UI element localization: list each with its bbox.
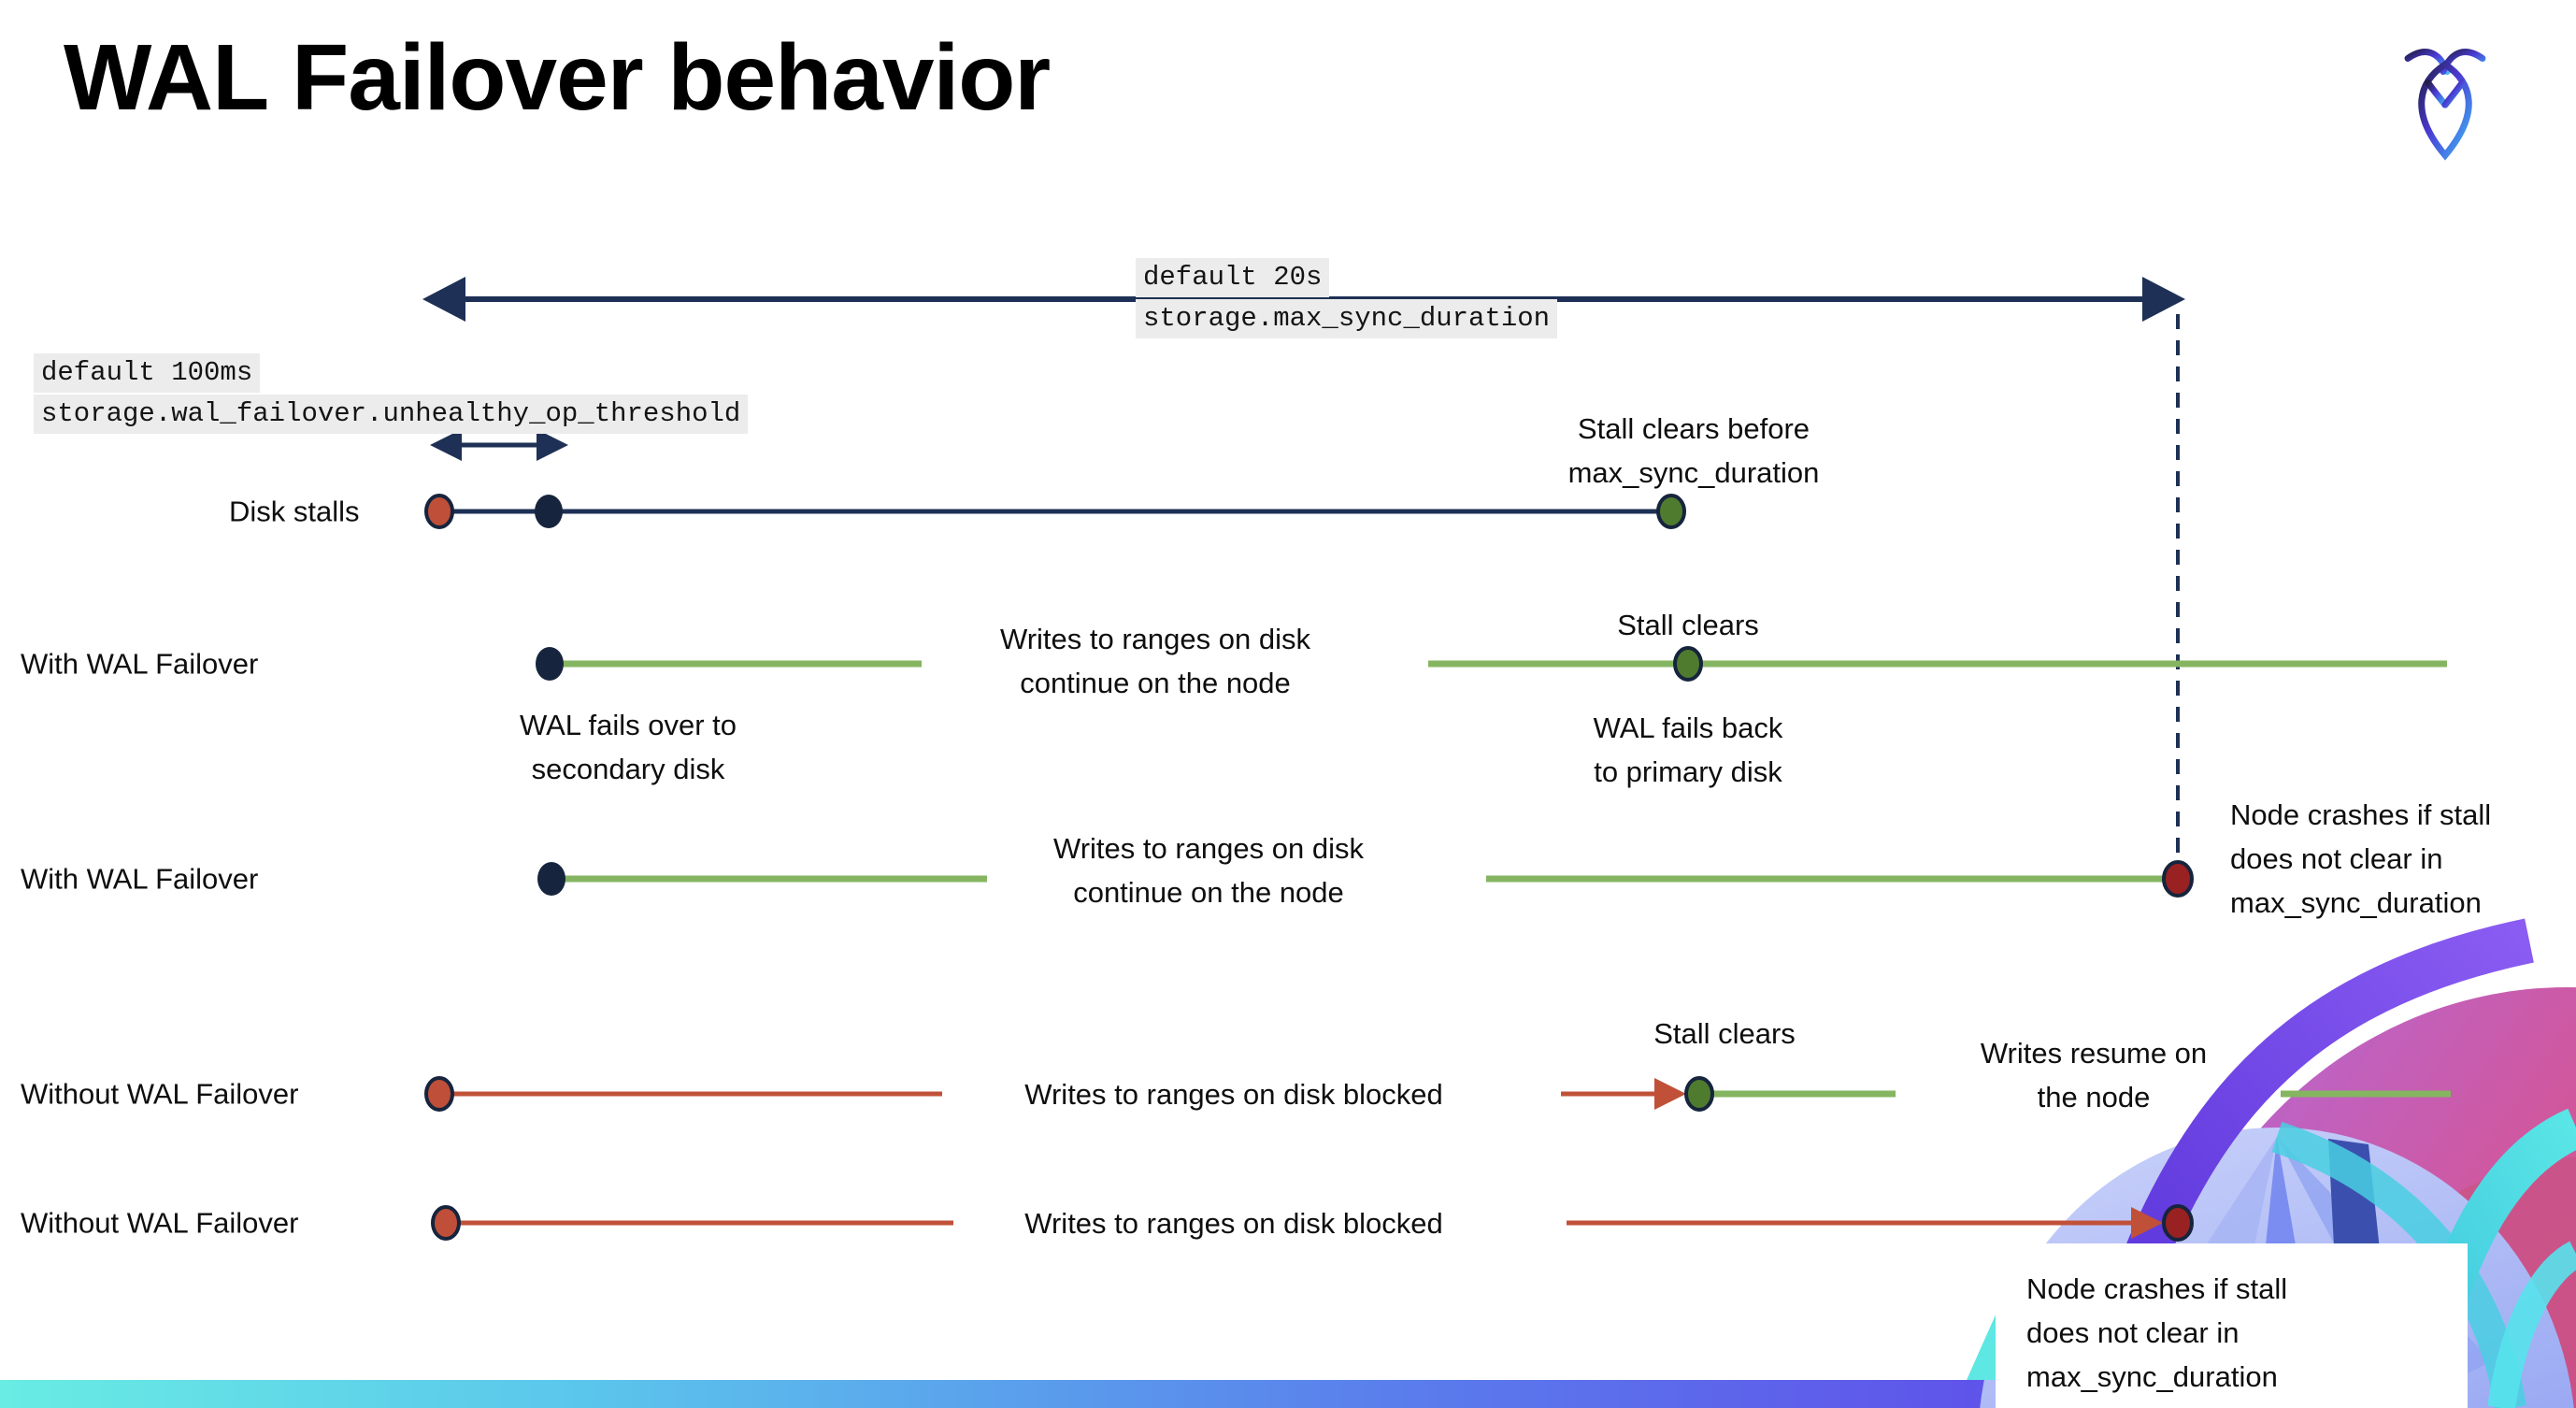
note-line: Node crashes if stall (2026, 1272, 2288, 1305)
note-writes-blocked-row5: Writes to ranges on disk blocked (1024, 1207, 1443, 1240)
max-sync-duration-setting-name: storage.max_sync_duration (1136, 299, 1558, 338)
note-writes-resume: Writes resume on the node (1981, 1031, 2207, 1119)
note-line: continue on the node (1020, 667, 1291, 699)
page-title: WAL Failover behavior (64, 25, 1051, 130)
arrowhead-right-icon (2131, 1207, 2163, 1239)
note-line: continue on the node (1073, 876, 1344, 909)
note-line: does not clear in (2230, 842, 2443, 875)
note-line: does not clear in (2026, 1316, 2240, 1349)
unhealthy-op-threshold-default-label: default 100ms (34, 353, 261, 393)
note-line: secondary disk (531, 753, 725, 785)
cockroachdb-logo-icon (2404, 49, 2486, 161)
arrowhead-right-icon (1654, 1078, 1686, 1110)
note-writes-continue-row2: Writes to ranges on disk continue on the… (1000, 617, 1310, 705)
note-stall-clears-before: Stall clears before max_sync_duration (1568, 407, 1820, 495)
unhealthy-op-threshold-setting-name: storage.wal_failover.unhealthy_op_thresh… (34, 395, 749, 434)
note-line: WAL fails back (1593, 711, 1783, 744)
stall-start-dot (424, 494, 454, 529)
failover-dot (536, 647, 564, 681)
node-crash-dot (2162, 860, 2194, 898)
failover-dot (537, 862, 565, 896)
stall-clears-dot (1656, 494, 1686, 529)
artwork-cyan-arc-small (2487, 1241, 2576, 1408)
note-wal-fails-over: WAL fails over to secondary disk (520, 703, 737, 791)
note-writes-blocked-row4: Writes to ranges on disk blocked (1024, 1078, 1443, 1111)
row-label-without-wal-failover-1: Without WAL Failover (21, 1077, 299, 1111)
max-sync-duration-default-label: default 20s (1136, 258, 1330, 297)
note-line: max_sync_duration (2026, 1360, 2278, 1393)
note-stall-clears-row4: Stall clears (1653, 1017, 1796, 1050)
note-line: Stall clears before (1577, 412, 1810, 445)
timeline-row-without-wal-failover-2 (431, 1204, 2194, 1242)
note-line: Writes to ranges on disk (1053, 832, 1364, 865)
arrowhead-right-icon (2142, 277, 2185, 322)
note-line: Writes resume on (1980, 1037, 2208, 1070)
arrowhead-left-icon (422, 277, 465, 322)
node-crash-dot (2162, 1204, 2194, 1242)
timeline-row-with-wal-failover-1 (536, 646, 2447, 682)
note-writes-continue-row3: Writes to ranges on disk continue on the… (1053, 826, 1364, 914)
arrowhead-right-icon (537, 429, 568, 461)
note-line: Writes to ranges on disk (1000, 623, 1310, 655)
note-line: the node (2037, 1081, 2151, 1113)
threshold-dot (535, 495, 563, 528)
timeline-row-with-wal-failover-2 (537, 860, 2194, 898)
stall-clears-dot (1673, 646, 1703, 682)
note-line: WAL fails over to (519, 709, 737, 741)
note-stall-clears-row2: Stall clears (1617, 609, 1759, 641)
row-label-with-wal-failover-2: With WAL Failover (21, 862, 259, 896)
note-node-crashes-row3: Node crashes if stall does not clear in … (2230, 793, 2491, 925)
row-label-with-wal-failover-1: With WAL Failover (21, 647, 259, 681)
note-node-crashes-row5: Node crashes if stall does not clear in … (1996, 1243, 2468, 1408)
timeline-row-without-wal-failover-1 (424, 1076, 2451, 1112)
row-label-disk-stalls: Disk stalls (229, 495, 360, 528)
stall-start-dot (431, 1205, 461, 1241)
note-line: Node crashes if stall (2230, 798, 2492, 831)
row-label-without-wal-failover-2: Without WAL Failover (21, 1206, 299, 1240)
timeline-row-disk-stalls (424, 494, 1686, 529)
stall-start-dot (424, 1076, 454, 1112)
unhealthy-op-threshold-arrow (430, 429, 568, 461)
note-wal-fails-back: WAL fails back to primary disk (1594, 706, 1783, 794)
arrowhead-left-icon (430, 429, 462, 461)
note-line: to primary disk (1594, 755, 1782, 788)
stall-clears-dot (1684, 1076, 1714, 1112)
note-line: max_sync_duration (1567, 456, 1820, 489)
note-line: max_sync_duration (2230, 886, 2482, 919)
